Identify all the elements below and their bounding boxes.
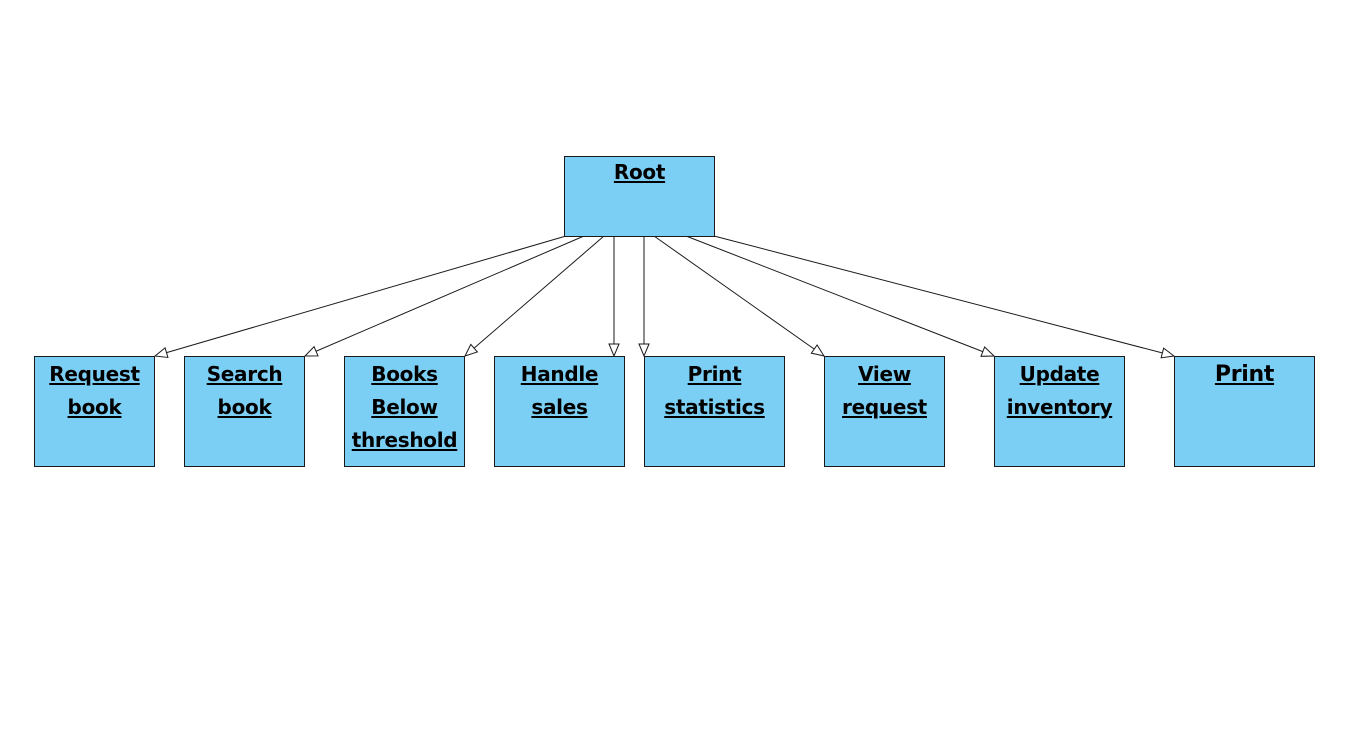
search-book-node[interactable]: Search book — [184, 356, 305, 467]
root-node[interactable]: Root — [564, 156, 715, 237]
print-label: Print — [1214, 362, 1275, 387]
edge-root-to-search-book — [305, 235, 585, 356]
update-inventory-node[interactable]: Update inventory — [994, 356, 1125, 467]
root-node-label: Root — [613, 160, 666, 184]
print-node[interactable]: Print — [1174, 356, 1315, 467]
edge-root-to-print — [713, 235, 1174, 356]
view-request-node[interactable]: View request — [824, 356, 945, 467]
edge-root-to-update-inventory — [685, 235, 994, 356]
edge-root-to-view-request — [653, 235, 824, 356]
books-below-threshold-label: Books Below threshold — [351, 362, 458, 452]
handle-sales-node[interactable]: Handle sales — [494, 356, 625, 467]
edge-root-to-request-book — [155, 235, 567, 356]
print-statistics-node[interactable]: Print statistics — [644, 356, 785, 467]
handle-sales-label: Handle sales — [520, 362, 599, 419]
books-below-threshold-node[interactable]: Books Below threshold — [344, 356, 465, 467]
request-book-node[interactable]: Request book — [34, 356, 155, 467]
search-book-label: Search book — [206, 362, 283, 419]
edge-root-to-books-below-threshold — [465, 235, 605, 356]
view-request-label: View request — [842, 362, 927, 419]
request-book-label: Request book — [49, 362, 140, 419]
print-statistics-label: Print statistics — [664, 362, 765, 419]
update-inventory-label: Update inventory — [1006, 362, 1113, 419]
